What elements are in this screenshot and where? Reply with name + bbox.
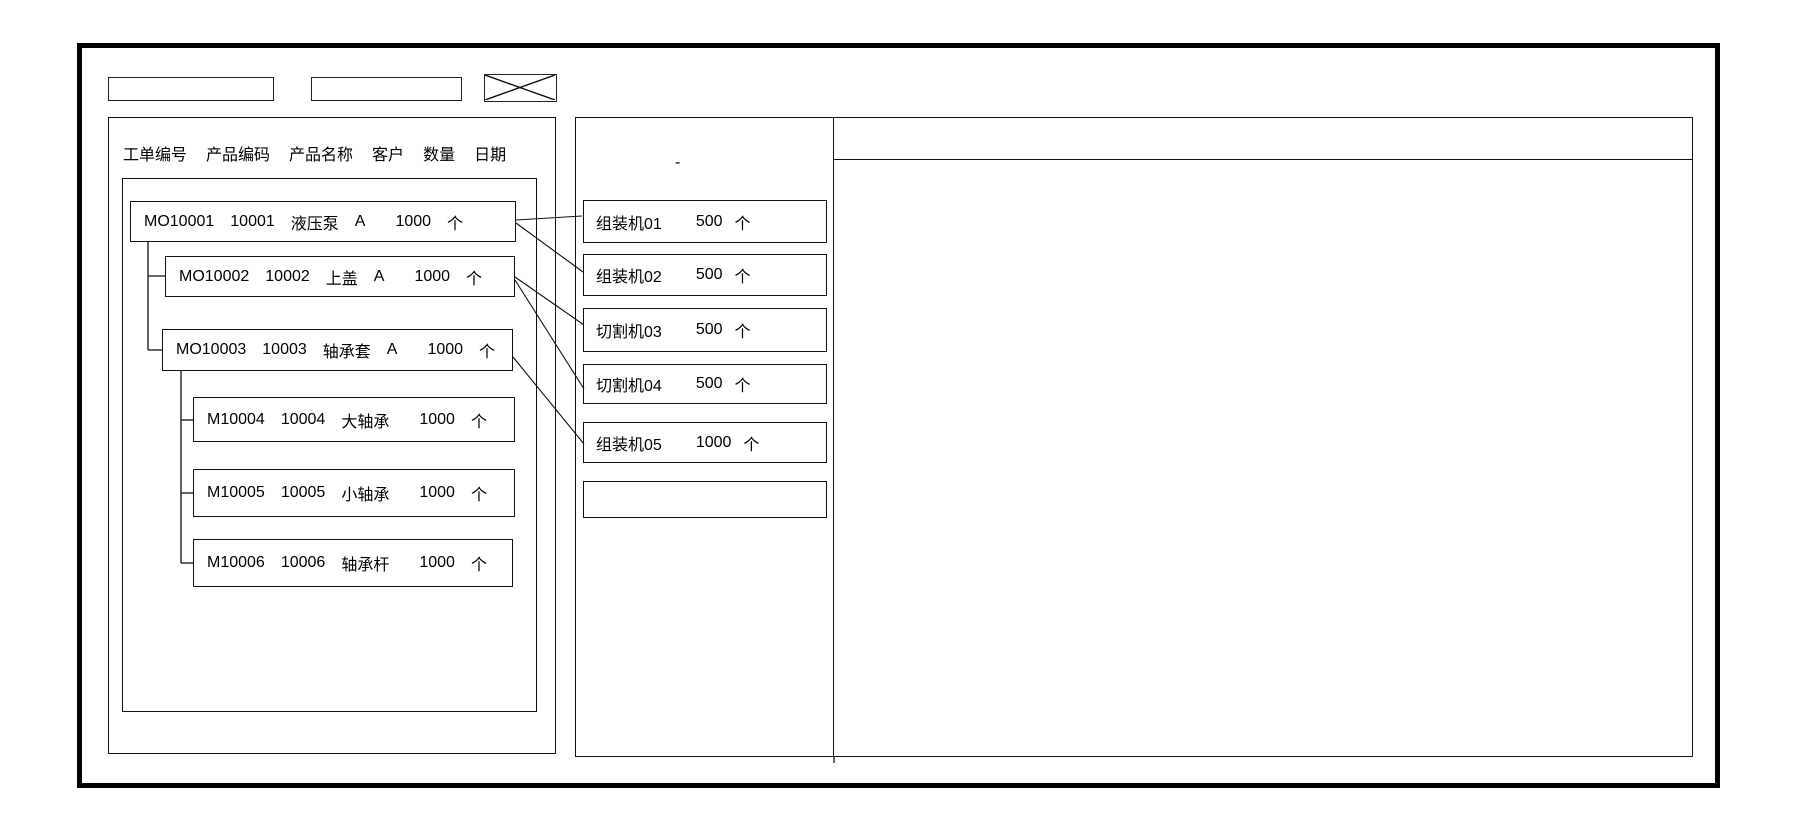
- x-cross-icon: [485, 75, 555, 100]
- order-no: M10005: [207, 484, 265, 501]
- product-name: 液压泵: [290, 215, 339, 233]
- qty: 1000: [395, 212, 432, 230]
- qty: 1000: [419, 484, 455, 501]
- col-header-date: 日期: [474, 147, 507, 164]
- order-row-M10004[interactable]: M10004 10004 大轴承 1000 个: [193, 397, 515, 442]
- window-frame: [77, 43, 1720, 788]
- unit: 个: [470, 557, 487, 574]
- detail-panel: [833, 117, 1693, 757]
- machine-name: 切割机04: [596, 378, 662, 395]
- machine-name: 组装机05: [596, 436, 662, 454]
- machine-qty: 1000: [695, 433, 732, 451]
- product-name: 轴承套: [322, 344, 371, 361]
- machine-unit: 个: [734, 215, 751, 233]
- order-row-M10005[interactable]: M10005 10005 小轴承 1000 个: [193, 469, 515, 517]
- product-code: 10004: [280, 410, 326, 428]
- qty: 1000: [427, 341, 464, 358]
- machine-row-empty[interactable]: [583, 481, 827, 518]
- col-header-product-code: 产品编码: [206, 147, 271, 164]
- product-code: 10003: [262, 341, 307, 358]
- detail-header-divider: [834, 159, 1692, 160]
- unit: 个: [447, 215, 464, 233]
- product-code: 10001: [230, 212, 275, 230]
- machine-name: 组装机02: [596, 269, 662, 286]
- toolbar-field-2[interactable]: [311, 77, 462, 101]
- order-no: MO10001: [144, 212, 215, 230]
- col-header-product-name: 产品名称: [289, 147, 354, 164]
- machine-unit: 个: [734, 378, 751, 395]
- order-no: M10004: [207, 410, 265, 428]
- qty: 1000: [419, 554, 455, 571]
- product-name: 上盖: [325, 270, 358, 288]
- col-header-customer: 客户: [372, 147, 405, 164]
- machine-row-05[interactable]: 组装机05 1000 个: [583, 422, 827, 463]
- machine-row-04[interactable]: 切割机04 500 个: [583, 364, 827, 404]
- customer: A: [354, 212, 366, 230]
- machine-qty: 500: [695, 212, 723, 230]
- machine-unit: 个: [734, 324, 751, 341]
- machine-qty: 500: [695, 375, 723, 392]
- product-name: 轴承杆: [341, 557, 390, 574]
- image-placeholder-icon[interactable]: [484, 74, 557, 102]
- machine-qty: 500: [695, 321, 723, 338]
- order-no: M10006: [207, 554, 265, 571]
- product-code: 10005: [280, 484, 326, 501]
- order-row-M10006[interactable]: M10006 10006 轴承杆 1000 个: [193, 539, 513, 587]
- toolbar-field-1[interactable]: [108, 77, 274, 101]
- order-row-MO10003[interactable]: MO10003 10003 轴承套 A 1000 个: [162, 329, 513, 371]
- product-name: 大轴承: [341, 413, 390, 431]
- machine-row-01[interactable]: 组装机01 500 个: [583, 200, 827, 243]
- product-code: 10006: [280, 554, 326, 571]
- order-row-MO10002[interactable]: MO10002 10002 上盖 A 1000 个: [165, 256, 515, 297]
- unit: 个: [479, 344, 496, 361]
- machine-unit: 个: [743, 436, 760, 454]
- unit: 个: [470, 413, 487, 431]
- customer: A: [373, 267, 385, 285]
- order-row-MO10001[interactable]: MO10001 10001 液压泵 A 1000 个: [130, 201, 516, 242]
- machine-qty: 500: [695, 266, 723, 283]
- machine-unit: 个: [734, 269, 751, 286]
- order-no: MO10002: [179, 267, 250, 285]
- machine-name: 组装机01: [596, 215, 662, 233]
- machine-row-02[interactable]: 组装机02 500 个: [583, 254, 827, 296]
- unit: 个: [466, 270, 483, 288]
- orders-column-headers: 工单编号 产品编码 产品名称 客户 数量 日期: [123, 143, 507, 164]
- col-header-qty: 数量: [423, 147, 456, 164]
- machine-row-03[interactable]: 切割机03 500 个: [583, 308, 827, 352]
- product-name: 小轴承: [341, 487, 390, 504]
- customer: A: [386, 341, 398, 358]
- col-header-order-no: 工单编号: [123, 147, 188, 164]
- order-no: MO10003: [176, 341, 247, 358]
- product-code: 10002: [265, 267, 310, 285]
- qty: 1000: [419, 410, 455, 428]
- machine-name: 切割机03: [596, 324, 662, 341]
- qty: 1000: [414, 267, 451, 285]
- note-mark: -: [675, 154, 681, 171]
- unit: 个: [470, 487, 487, 504]
